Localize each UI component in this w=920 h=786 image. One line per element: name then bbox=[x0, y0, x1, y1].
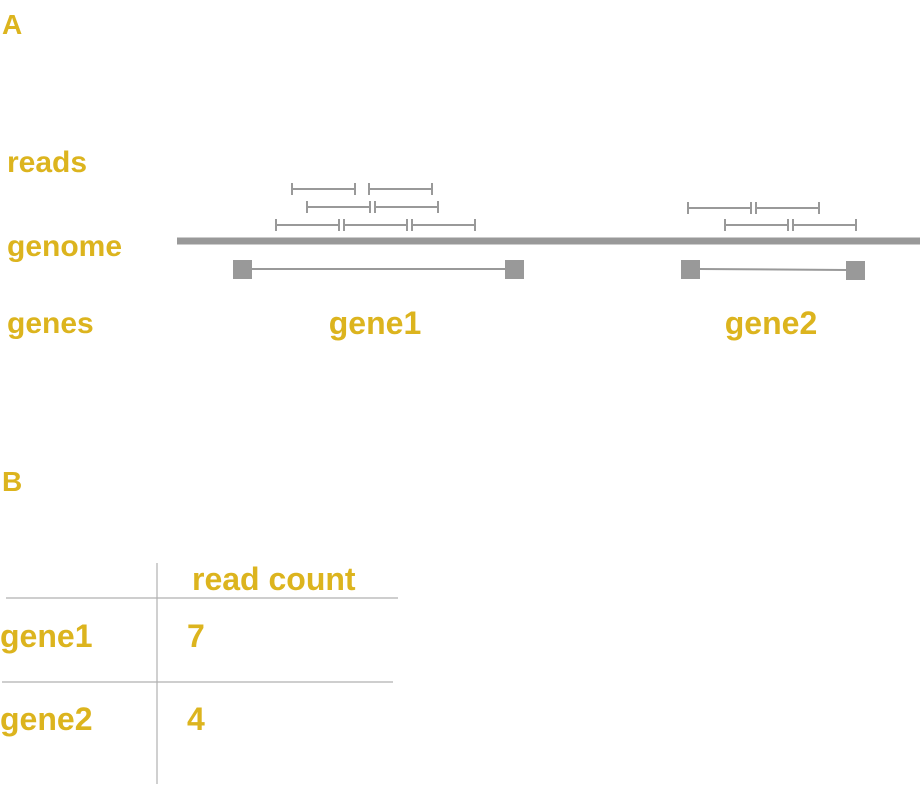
read bbox=[411, 219, 476, 231]
read bbox=[755, 202, 820, 214]
table-cell-gene: gene2 bbox=[0, 701, 92, 737]
intron-line bbox=[698, 268, 848, 271]
gene-model-gene2 bbox=[681, 260, 865, 280]
read bbox=[374, 201, 439, 213]
read bbox=[275, 219, 340, 231]
gene-label-gene2: gene2 bbox=[725, 305, 817, 341]
exon bbox=[233, 260, 252, 279]
table-cell-count: 7 bbox=[187, 618, 205, 654]
table-cell-count: 4 bbox=[187, 701, 205, 737]
gene-model-gene1 bbox=[233, 260, 524, 279]
exon bbox=[846, 261, 865, 280]
row-label-genes: genes bbox=[7, 307, 94, 340]
read bbox=[792, 219, 857, 231]
reads-gene2 bbox=[687, 202, 857, 231]
read bbox=[291, 183, 356, 195]
exon bbox=[505, 260, 524, 279]
table-header-read-count: read count bbox=[192, 561, 356, 597]
row-label-genome: genome bbox=[7, 230, 122, 263]
gene-label-gene1: gene1 bbox=[329, 305, 421, 341]
read bbox=[368, 183, 433, 195]
reads-gene1 bbox=[275, 183, 476, 231]
read bbox=[343, 219, 408, 231]
table-cell-gene: gene1 bbox=[0, 618, 92, 654]
read bbox=[724, 219, 789, 231]
table-row: gene2 4 bbox=[0, 701, 205, 737]
panel-a-label: A bbox=[2, 9, 22, 40]
read bbox=[306, 201, 371, 213]
panel-b-label: B bbox=[2, 466, 22, 497]
row-label-reads: reads bbox=[7, 146, 87, 179]
read bbox=[687, 202, 752, 214]
exon bbox=[681, 260, 700, 279]
table-row: gene1 7 bbox=[0, 618, 205, 654]
read-count-table: read count gene1 7 gene2 4 bbox=[0, 561, 398, 784]
